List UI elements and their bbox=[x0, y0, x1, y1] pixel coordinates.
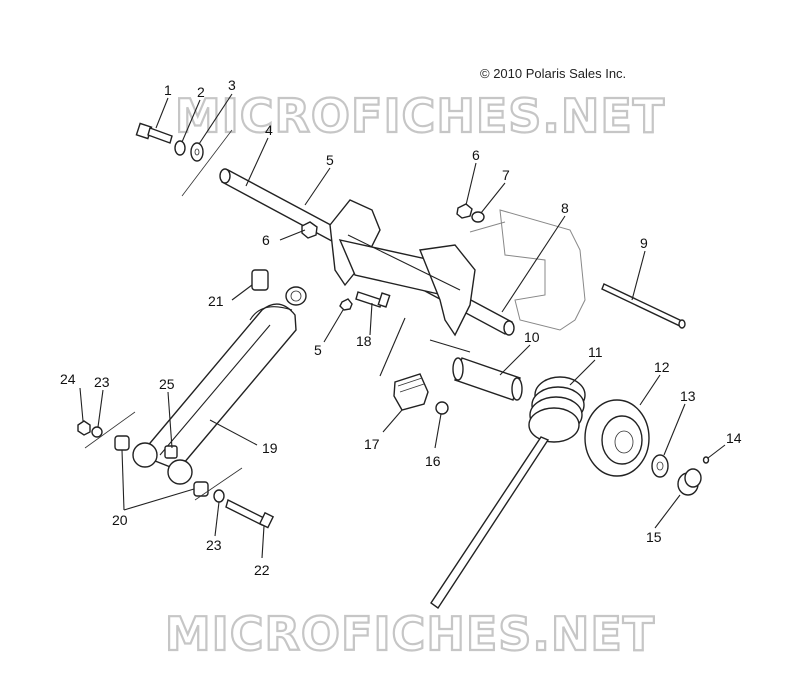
callout-20: 20 bbox=[112, 512, 128, 528]
watermark-top: MICROFICHES.NET bbox=[175, 89, 665, 143]
callout-4: 4 bbox=[265, 122, 273, 138]
part-arm-19 bbox=[138, 303, 297, 471]
part-ring-16 bbox=[435, 401, 449, 415]
watermark-bottom: MICROFICHES.NET bbox=[165, 607, 655, 661]
part-housing-5 bbox=[329, 199, 476, 337]
callout-6-top: 6 bbox=[472, 147, 480, 163]
callout-2: 2 bbox=[197, 84, 205, 100]
copyright-notice: © 2010 Polaris Sales Inc. bbox=[480, 66, 626, 81]
part-nut-24 bbox=[77, 420, 91, 436]
callout-1: 1 bbox=[164, 82, 172, 98]
part-block-17 bbox=[393, 373, 429, 411]
ghost-bracket bbox=[469, 209, 586, 331]
part-nut-6-top bbox=[456, 203, 473, 219]
part-bushing-upper bbox=[285, 286, 307, 306]
part-bolt-22 bbox=[225, 498, 275, 529]
callout-3: 3 bbox=[228, 77, 236, 93]
part-washer-13 bbox=[651, 454, 669, 478]
centerline-lower bbox=[194, 467, 243, 501]
part-bushing-25 bbox=[164, 445, 178, 459]
part-nut-5 bbox=[339, 298, 353, 311]
part-sleeve-10 bbox=[452, 357, 523, 401]
callout-16: 16 bbox=[425, 453, 441, 469]
callout-19: 19 bbox=[262, 440, 278, 456]
callout-12: 12 bbox=[654, 359, 670, 375]
part-washer-2 bbox=[174, 140, 186, 156]
callout-17: 17 bbox=[364, 436, 380, 452]
callout-25: 25 bbox=[159, 376, 175, 392]
callout-6-left: 6 bbox=[262, 232, 270, 248]
part-washer-23-left bbox=[91, 426, 103, 438]
part-bushing-21 bbox=[251, 269, 269, 291]
part-cap-15 bbox=[677, 468, 702, 496]
callout-18: 18 bbox=[356, 333, 372, 349]
callout-14: 14 bbox=[726, 430, 742, 446]
callout-5-lower: 5 bbox=[314, 342, 322, 358]
callout-22: 22 bbox=[254, 562, 270, 578]
part-bolt-18 bbox=[355, 291, 391, 308]
centerline-shaft bbox=[181, 129, 233, 197]
callout-21: 21 bbox=[208, 293, 224, 309]
callout-15: 15 bbox=[646, 529, 662, 545]
part-washer-23-lower bbox=[213, 489, 225, 503]
callout-9: 9 bbox=[640, 235, 648, 251]
part-nut-6-left bbox=[301, 221, 318, 239]
part-rod-9 bbox=[601, 283, 686, 329]
centerline-left bbox=[84, 411, 136, 449]
part-bushing-20 bbox=[114, 435, 209, 497]
part-bolt-1 bbox=[135, 122, 173, 144]
callout-10: 10 bbox=[524, 329, 540, 345]
part-washer-7 bbox=[471, 211, 485, 223]
part-pin-14 bbox=[702, 456, 710, 464]
part-spring-11 bbox=[430, 376, 586, 609]
callout-11: 11 bbox=[588, 344, 603, 360]
callout-13: 13 bbox=[680, 388, 696, 404]
callout-5: 5 bbox=[326, 152, 334, 168]
part-wheel-12 bbox=[584, 399, 650, 477]
callout-23-lower: 23 bbox=[206, 537, 222, 553]
leader-lines bbox=[79, 93, 726, 559]
callout-8: 8 bbox=[561, 200, 569, 216]
callout-23-left: 23 bbox=[94, 374, 110, 390]
callout-24: 24 bbox=[60, 371, 76, 387]
callout-7: 7 bbox=[502, 167, 510, 183]
part-washer-3 bbox=[190, 142, 204, 162]
callout-numbers: 1 2 3 4 5 6 7 8 9 10 11 12 13 14 15 16 1… bbox=[60, 77, 742, 578]
